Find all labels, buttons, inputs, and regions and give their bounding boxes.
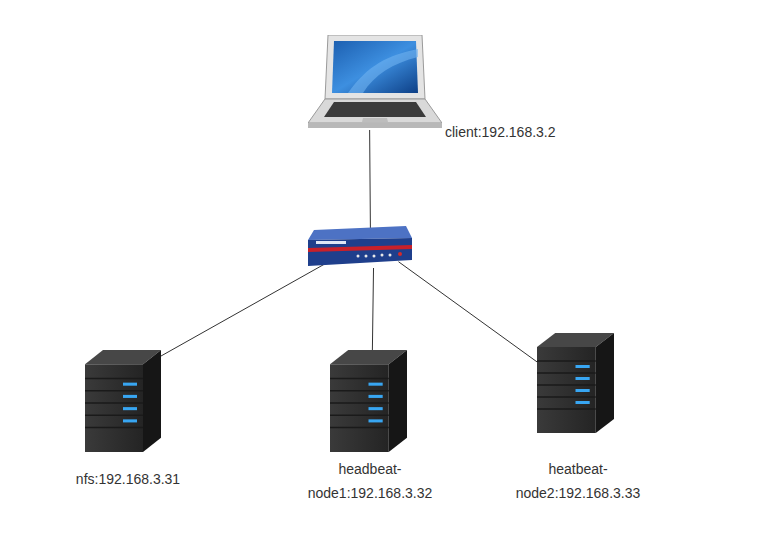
network-link — [398, 262, 538, 363]
network-link — [372, 268, 373, 352]
device-label: headbeat- node1:192.168.3.32 — [300, 457, 440, 505]
device-label: heatbeat- node2:192.168.3.33 — [508, 457, 648, 505]
laptop-icon — [308, 35, 442, 130]
server-icon — [85, 350, 161, 452]
server-node: headbeat- node1:192.168.3.32 — [330, 350, 407, 452]
device-label: nfs:192.168.3.31 — [48, 467, 208, 491]
server-icon — [537, 333, 614, 433]
server-node: heatbeat- node2:192.168.3.33 — [537, 333, 614, 433]
device-label: client:192.168.3.2 — [445, 120, 615, 144]
network-link — [157, 262, 329, 358]
switch-icon — [308, 226, 412, 268]
laptop-node: client:192.168.3.2 — [308, 35, 442, 130]
network-link — [369, 130, 371, 228]
server-icon — [330, 350, 407, 452]
server-node: nfs:192.168.3.31 — [85, 350, 161, 452]
switch-node — [308, 226, 412, 268]
